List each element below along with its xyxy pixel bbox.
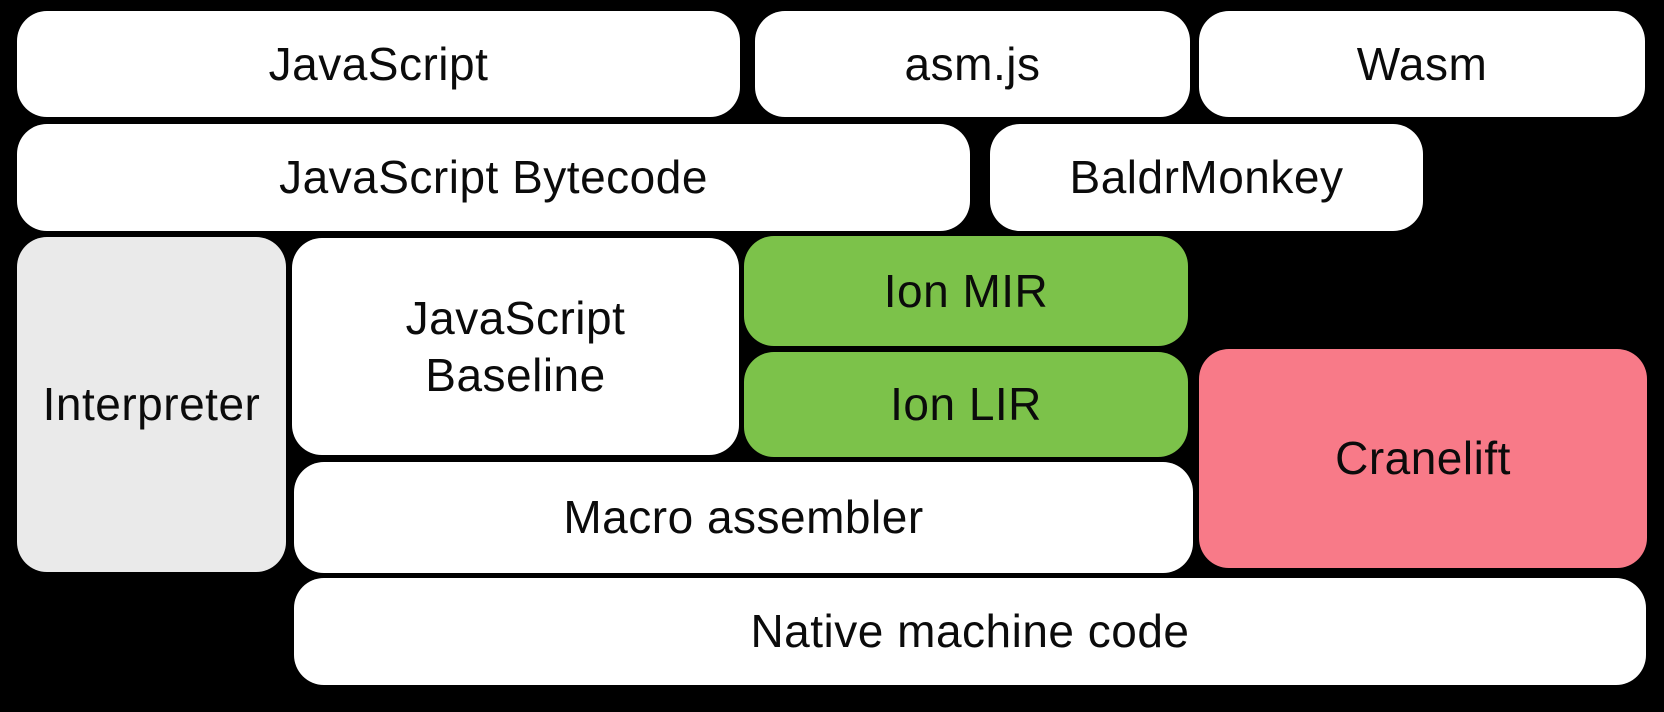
- box-interpreter-label: Interpreter: [42, 378, 261, 431]
- box-javascript-bytecode-label: JavaScript Bytecode: [279, 151, 708, 204]
- box-javascript-label: JavaScript: [268, 37, 489, 90]
- box-cranelift: Cranelift: [1199, 349, 1647, 568]
- box-baldrmonkey: BaldrMonkey: [990, 124, 1423, 231]
- box-macro-assembler: Macro assembler: [294, 462, 1193, 573]
- box-baldrmonkey-label: BaldrMonkey: [1069, 151, 1344, 204]
- box-native-machine-code-label: Native machine code: [750, 605, 1190, 658]
- box-wasm: Wasm: [1199, 11, 1645, 117]
- box-ion-mir: Ion MIR: [744, 236, 1188, 346]
- box-interpreter: Interpreter: [17, 237, 286, 572]
- box-ion-lir-label: Ion LIR: [890, 378, 1042, 431]
- box-javascript: JavaScript: [17, 11, 740, 117]
- box-native-machine-code: Native machine code: [294, 578, 1646, 685]
- box-wasm-label: Wasm: [1356, 37, 1488, 90]
- box-asmjs: asm.js: [755, 11, 1190, 117]
- box-macro-assembler-label: Macro assembler: [563, 491, 924, 544]
- box-javascript-bytecode: JavaScript Bytecode: [17, 124, 970, 231]
- box-ion-lir: Ion LIR: [744, 352, 1188, 457]
- box-ion-mir-label: Ion MIR: [883, 264, 1049, 317]
- box-javascript-baseline: JavaScript Baseline: [292, 238, 739, 455]
- box-asmjs-label: asm.js: [904, 37, 1041, 90]
- box-cranelift-label: Cranelift: [1335, 432, 1511, 485]
- box-javascript-baseline-label: JavaScript Baseline: [405, 292, 626, 401]
